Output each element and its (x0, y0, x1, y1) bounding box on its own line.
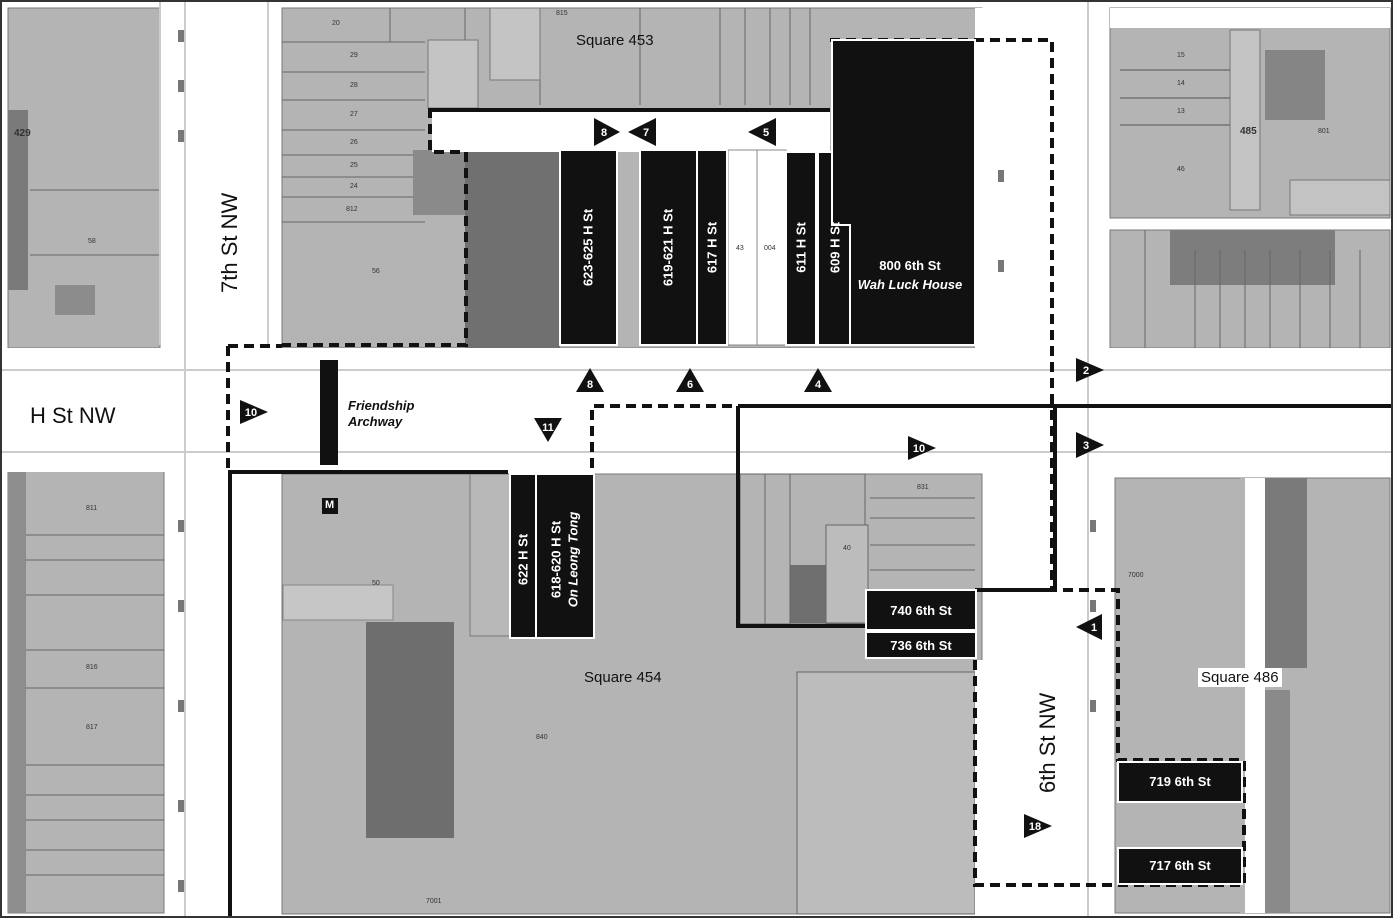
label-619-621-h-st: 619-621 H St (660, 208, 676, 287)
building-719-6th-st (1117, 761, 1243, 803)
lot-number: 43 (736, 245, 744, 252)
lot-number: 429 (14, 128, 31, 139)
street-label-7th: 7th St NW (217, 192, 242, 293)
lot-number: 25 (350, 162, 358, 169)
square-454-label: Square 454 (584, 669, 662, 686)
building-717-6th-st (1117, 847, 1243, 885)
friendship-archway (320, 360, 338, 465)
lot-number: 50 (372, 580, 380, 587)
building-800-6th-st (831, 39, 976, 346)
lot-number: 27 (350, 111, 358, 118)
building-617-h-st (696, 149, 728, 346)
building-611-h-st (785, 151, 817, 346)
lot-number: 56 (372, 268, 380, 275)
square-486-label: Square 486 (1198, 668, 1282, 687)
h-street-road (0, 348, 1393, 472)
label-609-h-st: 609 H St (827, 221, 843, 274)
label-623-625-h-st: 623-625 H St (580, 208, 596, 287)
lot-number: 7001 (426, 898, 442, 905)
label-618-620-h-st: 618-620 H St (548, 520, 564, 599)
street-label-6th: 6th St NW (1035, 692, 1060, 793)
label-wah-luck-house: Wah Luck House (857, 277, 963, 292)
label-on-leong-tong: On Leong Tong (565, 511, 581, 608)
label-736-6th-st: 736 6th St (890, 638, 952, 653)
building-736-6th-st (865, 631, 977, 659)
label-740-6th-st: 740 6th St (890, 603, 952, 618)
lot-number: 801 (1318, 128, 1330, 135)
lot-number: 26 (350, 139, 358, 146)
lot-number: 40 (843, 545, 851, 552)
lot-number: 7000 (1128, 572, 1144, 579)
lot-number: 811 (86, 505, 98, 512)
friendship-archway-label: Friendship Archway (348, 398, 415, 429)
building-740-6th-st (865, 589, 977, 631)
metro-icon: M (325, 499, 335, 511)
lot-number: 815 (556, 10, 568, 17)
street-label-h: H St NW (30, 403, 116, 428)
lot-block (7, 457, 165, 914)
lot-number: 15 (1177, 52, 1185, 59)
label-717-6th-st: 717 6th St (1149, 858, 1211, 873)
lot-number: 13 (1177, 108, 1185, 115)
label-617-h-st: 617 H St (704, 221, 720, 274)
lot-number: 58 (88, 238, 96, 245)
lot-number: 24 (350, 183, 358, 190)
building-619-621-h-st (639, 149, 698, 346)
label-800-6th-st: 800 6th St (879, 258, 941, 273)
building-623-625-h-st (559, 149, 618, 346)
label-611-h-st: 611 H St (793, 222, 809, 273)
lot-number: 831 (917, 484, 929, 491)
label-622-h-st: 622 H St (515, 533, 531, 586)
metro-icon-box (322, 498, 338, 514)
lot-number: 840 (536, 734, 548, 741)
label-719-6th-st: 719 6th St (1149, 774, 1211, 789)
lot-number: 28 (350, 82, 358, 89)
lot-number: 816 (86, 664, 98, 671)
lot-number: 485 (1240, 126, 1257, 137)
lot-number: 812 (346, 206, 358, 213)
lot-number: 29 (350, 52, 358, 59)
lot-number: 46 (1177, 166, 1185, 173)
lot-number: 817 (86, 724, 98, 731)
lot-number: 004 (764, 245, 776, 252)
lot-number: 20 (332, 20, 340, 27)
lot-number: 14 (1177, 80, 1185, 87)
square-453-label: Square 453 (576, 32, 654, 49)
